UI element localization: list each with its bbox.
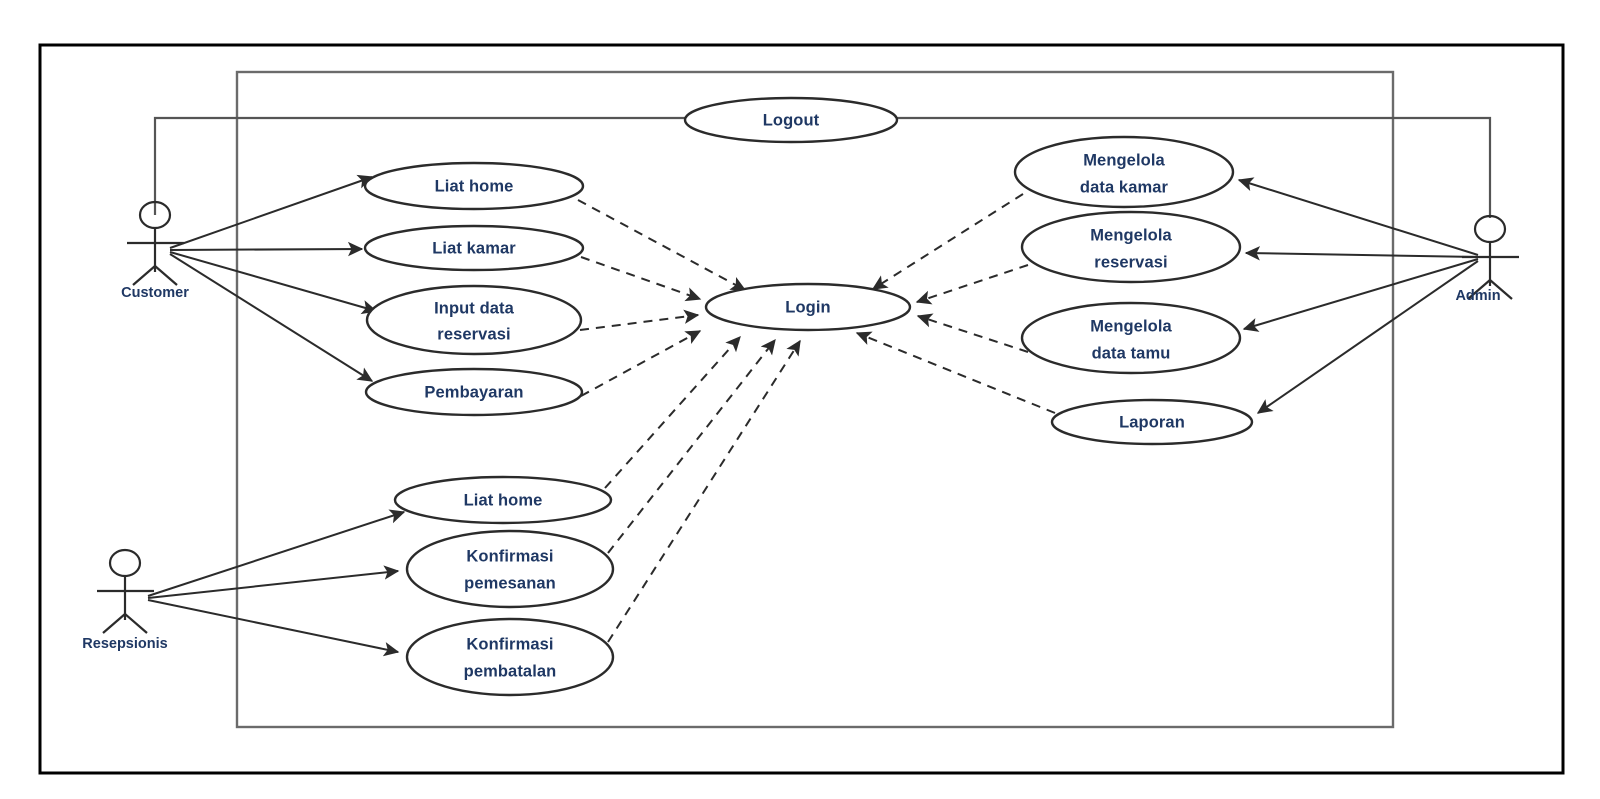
use-case-konfirmasi-pembatalan[interactable]: Konfirmasi pembatalan bbox=[405, 617, 615, 697]
use-case-ellipse bbox=[405, 617, 615, 697]
use-case-ellipse bbox=[1013, 135, 1235, 209]
actor-customer[interactable]: Customer bbox=[121, 200, 189, 301]
actor-leg-right-icon bbox=[1489, 279, 1513, 300]
assoc-resepsionis-liat-home bbox=[147, 509, 406, 597]
admin-logout-connector bbox=[897, 116, 1492, 218]
use-case-label: Logout bbox=[763, 111, 820, 129]
include-mengelola-reservasi-login bbox=[915, 264, 1029, 305]
assoc-customer-liat-kamar bbox=[169, 241, 364, 257]
use-case-mengelola-data-kamar[interactable]: Mengelola data kamar bbox=[1013, 135, 1235, 209]
actor-leg-left-icon bbox=[1467, 279, 1491, 300]
actor-label-resepsionis: Resepsionis bbox=[82, 636, 167, 652]
use-case-label-line2: reservasi bbox=[1094, 253, 1167, 271]
assoc-customer-liat-home bbox=[169, 174, 374, 249]
include-pembayaran-login bbox=[580, 330, 702, 397]
use-case-label-line1: Konfirmasi bbox=[466, 635, 553, 653]
use-case-label: Laporan bbox=[1119, 413, 1185, 431]
outer-border bbox=[38, 43, 1565, 775]
system-boundary-box bbox=[235, 70, 1395, 729]
use-case-liat-kamar[interactable]: Liat kamar bbox=[363, 224, 585, 272]
include-relationships bbox=[577, 193, 1056, 643]
include-konfirmasi-pembatalan-login bbox=[607, 339, 801, 643]
assoc-customer-pembayaran bbox=[169, 253, 374, 382]
actor-resepsionis[interactable]: Resepsionis bbox=[82, 548, 168, 652]
use-case-label: Login bbox=[785, 298, 830, 316]
include-laporan-login bbox=[855, 331, 1056, 414]
use-case-label: Liat home bbox=[464, 491, 543, 509]
actor-leg-left-icon bbox=[102, 613, 126, 634]
assoc-customer-input-data-reservasi bbox=[169, 251, 378, 315]
use-case-ellipse bbox=[365, 284, 583, 356]
actor-head-icon bbox=[108, 548, 142, 578]
assoc-resepsionis-konfirmasi-pemesanan bbox=[147, 565, 400, 599]
include-liat-home-resep-login bbox=[604, 336, 741, 489]
use-case-label: Liat kamar bbox=[432, 239, 516, 257]
assoc-admin-mengelola-data-tamu bbox=[1242, 258, 1479, 332]
assoc-admin-laporan bbox=[1256, 260, 1479, 414]
use-case-label-line1: Mengelola bbox=[1090, 317, 1172, 335]
use-case-ellipse bbox=[1020, 301, 1242, 375]
include-liat-kamar-login bbox=[580, 256, 702, 302]
actor-leg-left-icon bbox=[132, 265, 156, 286]
actor-head-icon bbox=[1473, 214, 1507, 244]
use-case-konfirmasi-pemesanan[interactable]: Konfirmasi pemesanan bbox=[405, 529, 615, 609]
use-case-logout[interactable]: Logout bbox=[683, 96, 899, 144]
use-case-laporan[interactable]: Laporan bbox=[1050, 398, 1254, 446]
customer-associations bbox=[169, 174, 378, 382]
use-case-label-line2: pembatalan bbox=[464, 662, 557, 680]
use-case-ellipse bbox=[704, 282, 912, 332]
use-case-ellipse bbox=[405, 529, 615, 609]
include-liat-home-cust-login bbox=[577, 199, 747, 291]
use-case-label-line1: Input data bbox=[434, 299, 515, 317]
use-case-ellipse bbox=[364, 367, 584, 417]
use-case-liat-home-customer[interactable]: Liat home bbox=[363, 161, 585, 211]
use-case-mengelola-reservasi[interactable]: Mengelola reservasi bbox=[1020, 210, 1242, 284]
use-case-mengelola-data-tamu[interactable]: Mengelola data tamu bbox=[1020, 301, 1242, 375]
assoc-resepsionis-konfirmasi-pembatalan bbox=[147, 599, 400, 657]
use-case-ellipse bbox=[363, 224, 585, 272]
include-input-data-reservasi-login bbox=[579, 309, 700, 331]
use-case-label: Pembayaran bbox=[424, 383, 523, 401]
use-case-label-line2: data kamar bbox=[1080, 178, 1169, 196]
assoc-admin-mengelola-data-kamar bbox=[1237, 177, 1479, 256]
use-case-input-data-reservasi[interactable]: Input data reservasi bbox=[365, 284, 583, 356]
resepsionis-associations bbox=[147, 509, 406, 657]
use-case-label-line2: pemesanan bbox=[464, 574, 556, 592]
use-case-label-line2: reservasi bbox=[437, 325, 510, 343]
use-case-ellipse bbox=[1020, 210, 1242, 284]
use-case-label: Liat home bbox=[435, 177, 514, 195]
use-case-label-line2: data tamu bbox=[1092, 344, 1171, 362]
use-case-ellipse bbox=[363, 161, 585, 211]
use-case-ellipse bbox=[1050, 398, 1254, 446]
actor-label-admin: Admin bbox=[1455, 288, 1500, 304]
include-mengelola-data-tamu-login bbox=[916, 313, 1029, 353]
use-case-pembayaran[interactable]: Pembayaran bbox=[364, 367, 584, 417]
actor-label-customer: Customer bbox=[121, 285, 189, 301]
admin-associations bbox=[1237, 177, 1479, 414]
actor-leg-right-icon bbox=[154, 265, 178, 286]
include-konfirmasi-pemesanan-login bbox=[607, 338, 776, 554]
assoc-admin-mengelola-reservasi bbox=[1244, 246, 1479, 261]
use-case-liat-home-resepsionis[interactable]: Liat home bbox=[393, 475, 613, 525]
use-case-label-line1: Konfirmasi bbox=[466, 547, 553, 565]
use-case-ellipse bbox=[393, 475, 613, 525]
use-case-label-line1: Mengelola bbox=[1090, 226, 1172, 244]
actor-admin[interactable]: Admin bbox=[1455, 214, 1519, 304]
customer-logout-connector bbox=[153, 116, 685, 215]
use-case-login[interactable]: Login bbox=[704, 282, 912, 332]
use-case-label-line1: Mengelola bbox=[1083, 151, 1165, 169]
include-mengelola-data-kamar-login bbox=[871, 193, 1024, 290]
actor-leg-right-icon bbox=[124, 613, 148, 634]
use-case-ellipse bbox=[683, 96, 899, 144]
